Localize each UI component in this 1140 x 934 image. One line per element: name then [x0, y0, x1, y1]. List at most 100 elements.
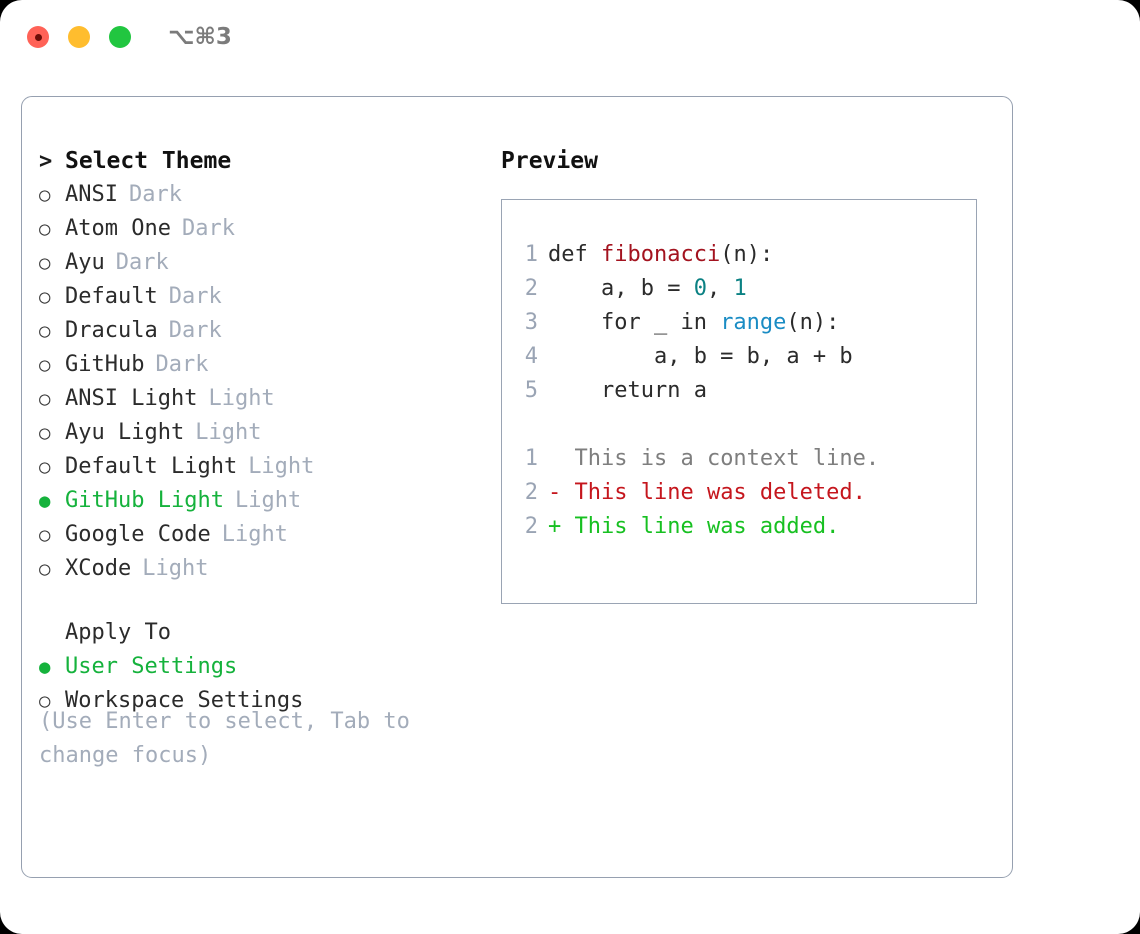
theme-option-github-light[interactable]: ● GitHub Light Light — [39, 484, 479, 518]
apply-to-label: Workspace Settings — [65, 688, 304, 713]
theme-option-atom-one[interactable]: ○ Atom One Dark — [39, 212, 479, 246]
theme-option-default-light[interactable]: ○ Default Light Light — [39, 450, 479, 484]
preview-title: Preview — [501, 148, 598, 174]
theme-tag: Light — [234, 488, 302, 513]
diff-line-deleted: 2 - This line was deleted. — [514, 476, 968, 510]
radio-selected-icon: ● — [39, 656, 51, 678]
theme-label: XCode — [65, 556, 132, 581]
traffic-lights — [27, 26, 131, 48]
theme-label: GitHub Light — [65, 488, 224, 513]
theme-selector-pane: > Select Theme ○ ANSI Dark ○ Atom One Da… — [39, 144, 479, 718]
diff-line-context: 1 This is a context line. — [514, 442, 968, 476]
code-token: return a — [548, 378, 707, 403]
maximize-button[interactable] — [109, 26, 131, 48]
diff-text: This line was added. — [561, 514, 840, 539]
theme-option-google-code[interactable]: ○ Google Code Light — [39, 518, 479, 552]
theme-tag: Light — [195, 420, 262, 445]
theme-option-xcode[interactable]: ○ XCode Light — [39, 552, 479, 586]
diff-text: This is a context line. — [561, 446, 880, 471]
select-theme-header: > Select Theme — [39, 144, 479, 178]
radio-unselected-icon: ○ — [39, 218, 51, 240]
theme-label: ANSI Light — [65, 386, 198, 411]
code-sample: 1 def fibonacci(n): 2 a, b = 0, 1 3 for … — [514, 238, 968, 544]
radio-unselected-icon: ○ — [39, 422, 51, 444]
theme-tag: Light — [248, 454, 315, 479]
line-number: 3 — [524, 310, 538, 335]
line-number: 2 — [524, 514, 538, 539]
radio-unselected-icon: ○ — [39, 690, 51, 712]
apply-to-workspace-settings[interactable]: ○ Workspace Settings — [39, 684, 479, 718]
minimize-button[interactable] — [68, 26, 90, 48]
theme-label: Google Code — [65, 522, 211, 547]
code-token: def — [548, 242, 601, 267]
radio-unselected-icon: ○ — [39, 524, 51, 546]
apply-to-title: Apply To — [65, 620, 171, 645]
theme-tag: Dark — [168, 318, 222, 343]
radio-unselected-icon: ○ — [39, 184, 51, 206]
theme-tag: Light — [221, 522, 288, 547]
diff-text: This line was deleted. — [561, 480, 866, 505]
diff-sign: + — [548, 514, 562, 539]
line-number: 2 — [524, 480, 538, 505]
theme-tag: Light — [142, 556, 209, 581]
code-content: for _ in range(n): — [548, 306, 839, 340]
theme-label: ANSI — [65, 182, 118, 207]
code-token: (n): — [720, 242, 774, 267]
preview-box: 1 def fibonacci(n): 2 a, b = 0, 1 3 for … — [501, 199, 977, 604]
select-theme-title: Select Theme — [65, 148, 232, 174]
apply-to-user-settings[interactable]: ● User Settings — [39, 650, 479, 684]
keyboard-hint-text: (Use Enter to select, Tab to change focu… — [39, 709, 424, 768]
diff-sign — [548, 442, 561, 476]
caret-icon: > — [39, 149, 53, 174]
code-token: a, b = — [548, 276, 694, 301]
theme-tag: Dark — [115, 250, 169, 275]
apply-to-label: User Settings — [65, 654, 238, 679]
theme-option-github[interactable]: ○ GitHub Dark — [39, 348, 479, 382]
radio-unselected-icon: ○ — [39, 320, 51, 342]
code-content: a, b = 0, 1 — [548, 272, 747, 306]
theme-label: Atom One — [65, 216, 171, 241]
theme-label: GitHub — [65, 352, 145, 377]
radio-unselected-icon: ○ — [39, 558, 51, 580]
radio-unselected-icon: ○ — [39, 252, 51, 274]
radio-unselected-icon: ○ — [39, 456, 51, 478]
theme-label: Default Light — [65, 454, 238, 479]
title-bar: ⌥⌘3 — [0, 0, 1140, 78]
main-card: > Select Theme ○ ANSI Dark ○ Atom One Da… — [21, 96, 1013, 878]
theme-tag: Dark — [181, 216, 235, 241]
code-content: def fibonacci(n): — [548, 238, 773, 272]
theme-label: Dracula — [65, 318, 158, 343]
theme-option-ansi[interactable]: ○ ANSI Dark — [39, 178, 479, 212]
code-token: (n): — [786, 310, 840, 335]
line-number: 1 — [524, 242, 538, 267]
theme-tag: Light — [208, 386, 275, 411]
code-token: 1 — [733, 276, 747, 301]
line-number: 2 — [524, 276, 538, 301]
preview-pane: Preview 1 def fibonacci(n): 2 a, b = 0, … — [501, 144, 981, 604]
theme-option-ayu[interactable]: ○ Ayu Dark — [39, 246, 479, 280]
theme-tag: Dark — [168, 284, 222, 309]
radio-unselected-icon: ○ — [39, 388, 51, 410]
theme-option-ansi-light[interactable]: ○ ANSI Light Light — [39, 382, 479, 416]
apply-to-marker-spacer — [39, 616, 65, 650]
code-token: 0 — [693, 276, 707, 301]
code-line: 4 a, b = b, a + b — [514, 340, 968, 374]
radio-unselected-icon: ○ — [39, 354, 51, 376]
code-token: for _ in — [548, 310, 721, 335]
theme-option-default[interactable]: ○ Default Dark — [39, 280, 479, 314]
code-line: 5 return a — [514, 374, 968, 408]
theme-option-ayu-light[interactable]: ○ Ayu Light Light — [39, 416, 479, 450]
code-token: a, b = b, a + b — [548, 344, 853, 369]
code-token: fibonacci — [600, 242, 721, 267]
code-content: a, b = b, a + b — [548, 340, 853, 374]
theme-tag: Dark — [128, 182, 182, 207]
close-button[interactable] — [27, 26, 49, 48]
theme-label: Ayu Light — [65, 420, 185, 445]
theme-option-dracula[interactable]: ○ Dracula Dark — [39, 314, 479, 348]
code-spacer — [514, 408, 968, 442]
code-line: 1 def fibonacci(n): — [514, 238, 968, 272]
theme-label: Ayu — [65, 250, 105, 275]
radio-selected-icon: ● — [39, 490, 51, 512]
radio-unselected-icon: ○ — [39, 286, 51, 308]
